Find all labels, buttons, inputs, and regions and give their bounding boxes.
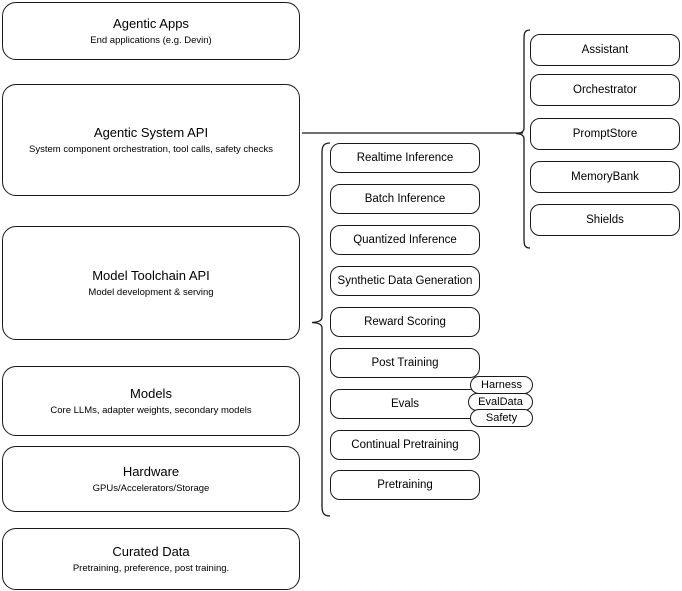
toolchain-item-quantized-inference[interactable]: Quantized Inference <box>330 225 480 255</box>
system-item-shields[interactable]: Shields <box>530 204 680 236</box>
layer-title: Hardware <box>122 463 180 479</box>
stack-layer-models[interactable]: Models Core LLMs, adapter weights, secon… <box>2 366 300 436</box>
layer-title: Agentic System API <box>93 124 209 140</box>
layer-title: Model Toolchain API <box>92 267 210 283</box>
item-label: Realtime Inference <box>356 152 454 164</box>
brace-toolchain-column <box>311 142 331 517</box>
badge-label: Safety <box>485 411 518 424</box>
stack-layer-agentic-system-api[interactable]: Agentic System API System component orch… <box>2 84 300 196</box>
system-item-memorybank[interactable]: MemoryBank <box>530 161 680 193</box>
layer-title: Models <box>130 385 172 401</box>
item-label: Reward Scoring <box>364 316 446 328</box>
item-label: Pretraining <box>377 479 433 491</box>
item-label: Post Training <box>371 357 439 369</box>
toolchain-item-realtime-inference[interactable]: Realtime Inference <box>330 143 480 173</box>
toolchain-item-batch-inference[interactable]: Batch Inference <box>330 184 480 214</box>
layer-subtitle: Model development & serving <box>88 286 214 298</box>
toolchain-item-post-training[interactable]: Post Training <box>330 348 480 378</box>
system-item-orchestrator[interactable]: Orchestrator <box>530 74 680 106</box>
item-label: Quantized Inference <box>353 234 457 246</box>
layer-title: Agentic Apps <box>113 15 189 31</box>
item-label: Synthetic Data Generation <box>337 275 473 287</box>
eval-badge-harness[interactable]: Harness <box>470 376 533 394</box>
item-label: Evals <box>390 398 420 410</box>
item-label: Orchestrator <box>573 84 637 96</box>
toolchain-item-continual-pretraining[interactable]: Continual Pretraining <box>330 430 480 460</box>
item-label: Continual Pretraining <box>351 439 459 451</box>
layer-title: Curated Data <box>112 543 190 559</box>
eval-badge-safety[interactable]: Safety <box>470 409 533 427</box>
item-label: Assistant <box>581 44 629 56</box>
layer-subtitle: GPUs/Accelerators/Storage <box>92 482 210 494</box>
toolchain-item-evals[interactable]: Evals <box>330 389 480 419</box>
layer-subtitle: System component orchestration, tool cal… <box>29 143 273 155</box>
layer-subtitle: Pretraining, preference, post training. <box>72 562 230 574</box>
layer-subtitle: Core LLMs, adapter weights, secondary mo… <box>50 404 252 416</box>
item-label: MemoryBank <box>571 171 639 183</box>
system-item-assistant[interactable]: Assistant <box>530 34 680 66</box>
badge-label: Harness <box>481 378 522 391</box>
badge-label: EvalData <box>478 395 523 408</box>
item-label: PromptStore <box>572 128 638 140</box>
stack-layer-model-toolchain-api[interactable]: Model Toolchain API Model development & … <box>2 226 300 340</box>
stack-layer-hardware[interactable]: Hardware GPUs/Accelerators/Storage <box>2 446 300 512</box>
brace-system-column <box>515 29 531 249</box>
toolchain-item-synthetic-data-generation[interactable]: Synthetic Data Generation <box>330 266 480 296</box>
item-label: Batch Inference <box>364 193 446 205</box>
layer-subtitle: End applications (e.g. Devin) <box>90 34 212 46</box>
stack-layer-curated-data[interactable]: Curated Data Pretraining, preference, po… <box>2 528 300 590</box>
toolchain-item-pretraining[interactable]: Pretraining <box>330 470 480 500</box>
system-item-promptstore[interactable]: PromptStore <box>530 118 680 150</box>
stack-layer-agentic-apps[interactable]: Agentic Apps End applications (e.g. Devi… <box>2 2 300 60</box>
toolchain-item-reward-scoring[interactable]: Reward Scoring <box>330 307 480 337</box>
item-label: Shields <box>586 214 624 226</box>
